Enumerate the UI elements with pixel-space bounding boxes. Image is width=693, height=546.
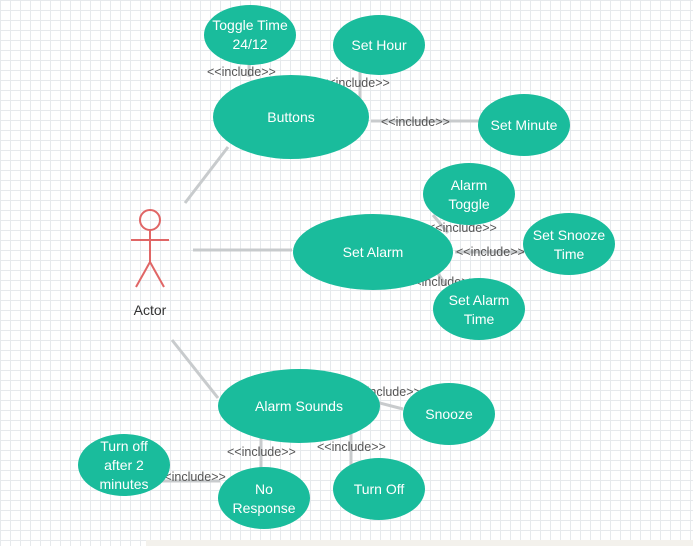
association-alarm-sounds bbox=[170, 339, 220, 399]
include-line-alarm-toggle bbox=[431, 214, 450, 234]
use-case-label: No bbox=[255, 481, 273, 497]
use-case-alarm-sounds[interactable]: Alarm Sounds bbox=[218, 369, 380, 443]
use-case-set-hour[interactable]: Set Hour bbox=[333, 15, 425, 75]
use-case-label: Time bbox=[464, 311, 495, 327]
use-case-no-response[interactable]: No Response bbox=[218, 467, 310, 529]
include-label-no-response: <<include>> bbox=[227, 445, 296, 459]
include-label-alarm-toggle: <<include>> bbox=[428, 221, 497, 235]
use-case-label: Toggle Time bbox=[212, 17, 288, 33]
use-case-label: Buttons bbox=[267, 109, 314, 125]
use-case-snooze[interactable]: Snooze bbox=[403, 383, 495, 445]
use-case-label: Turn Off bbox=[354, 481, 405, 497]
include-label-turn-off-after: <<include>> bbox=[157, 470, 226, 484]
association-buttons bbox=[183, 146, 230, 204]
include-label-toggle-time: <<include>> bbox=[207, 65, 276, 79]
use-case-label: Set Snooze bbox=[533, 227, 606, 243]
use-case-set-snooze-time[interactable]: Set Snooze Time bbox=[523, 213, 615, 275]
use-case-label: Alarm bbox=[451, 177, 488, 193]
actor-label: Actor bbox=[134, 302, 167, 318]
use-case-set-minute[interactable]: Set Minute bbox=[478, 94, 570, 156]
use-case-turn-off[interactable]: Turn Off bbox=[333, 458, 425, 520]
use-case-label: Time bbox=[554, 246, 585, 262]
include-label-set-snooze-time: <<include>> bbox=[456, 245, 525, 259]
use-case-label: Turn off bbox=[100, 438, 148, 454]
include-label-turn-off: <<include>> bbox=[317, 440, 386, 454]
use-case-label: Set Alarm bbox=[449, 292, 510, 308]
canvas-bottom-strip bbox=[146, 540, 693, 546]
use-case-label: Set Hour bbox=[351, 37, 407, 53]
use-case-label: Response bbox=[232, 500, 295, 516]
use-case-set-alarm-time[interactable]: Set Alarm Time bbox=[433, 278, 525, 340]
actor-icon bbox=[131, 209, 169, 288]
use-case-label: Toggle bbox=[448, 196, 489, 212]
use-case-label: minutes bbox=[99, 476, 148, 492]
use-case-buttons[interactable]: Buttons bbox=[213, 75, 369, 159]
use-case-set-alarm[interactable]: Set Alarm bbox=[293, 214, 453, 290]
actor[interactable]: Actor bbox=[131, 209, 169, 318]
use-case-label: Set Alarm bbox=[343, 244, 404, 260]
use-case-label: Alarm Sounds bbox=[255, 398, 343, 414]
use-case-label: after 2 bbox=[104, 457, 144, 473]
include-label-set-minute: <<include>> bbox=[381, 115, 450, 129]
use-case-alarm-toggle[interactable]: Alarm Toggle bbox=[423, 163, 515, 225]
use-case-turn-off-after-2-minutes[interactable]: Turn off after 2 minutes bbox=[78, 434, 170, 496]
use-case-label: Set Minute bbox=[491, 117, 558, 133]
use-case-label: 24/12 bbox=[232, 36, 267, 52]
use-case-label: Snooze bbox=[425, 406, 473, 422]
use-case-toggle-time[interactable]: Toggle Time 24/12 bbox=[204, 5, 296, 65]
